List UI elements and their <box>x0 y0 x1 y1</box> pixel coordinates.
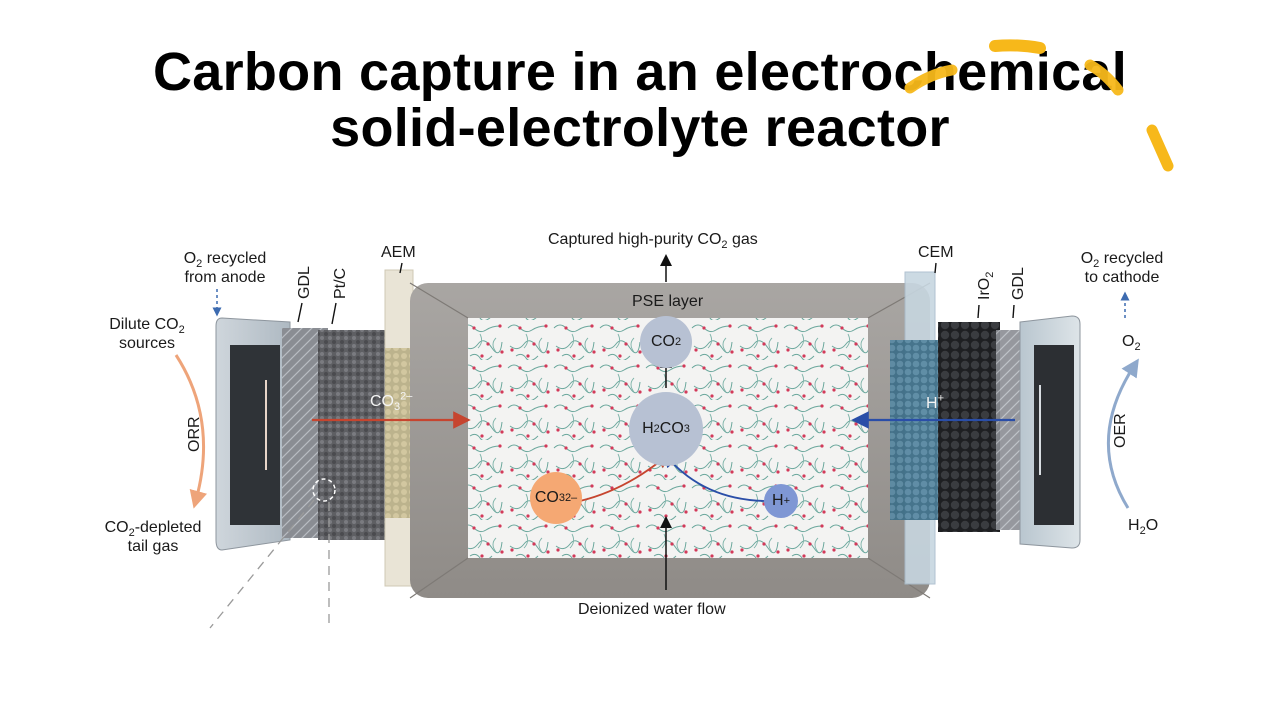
iro2-sub: 2 <box>984 271 997 278</box>
recycled-text-right: recycled <box>1099 250 1164 267</box>
water-sub: 2 <box>1139 525 1146 538</box>
water-o: O <box>1145 517 1159 534</box>
proton-ion-label: H+ <box>926 392 944 413</box>
captured-co2-text: Captured high-purity CO <box>548 231 722 248</box>
ptc-label: Pt/C <box>332 267 349 299</box>
recycled-text: recycled <box>202 250 267 267</box>
carbonate-ion-sub: 3 <box>394 401 401 414</box>
o2-product-sub: 2 <box>1134 341 1141 354</box>
o2-text: O <box>183 250 197 267</box>
deionized-water-label: Deionized water flow <box>578 601 726 618</box>
depleted-co-text: CO <box>104 519 129 536</box>
left-end-plate <box>215 317 291 551</box>
aem-label: AEM <box>381 244 416 261</box>
slide-title: Carbon capture in an electrochemical sol… <box>0 44 1280 156</box>
oer-arc-arrow <box>1106 358 1139 509</box>
orr-arc-arrow <box>174 354 208 509</box>
from-anode-text: from anode <box>184 269 266 286</box>
cem-label: CEM <box>918 244 954 261</box>
proton-ion-charge: + <box>937 392 944 405</box>
carbonate-label: CO <box>534 489 559 506</box>
right-gdl-label: GDL <box>1010 267 1027 300</box>
tail-gas-text: tail gas <box>127 538 179 555</box>
o2-product-label: O2 <box>1122 332 1141 354</box>
o2-recycled-from-anode-label: O2 recycled from anode <box>170 249 280 287</box>
co2-label: CO <box>650 333 675 350</box>
co2-depleted-tail-gas-label: CO2-depleted tail gas <box>88 518 218 556</box>
iro2-label: IrO2 <box>976 271 997 300</box>
h2co3-co: CO <box>659 420 684 437</box>
water-label: H2O <box>1128 516 1159 538</box>
h2co3-h: H <box>642 420 654 437</box>
carbonate-ion-charge: 2– <box>400 390 413 403</box>
iro2-catalyst-layer <box>938 322 1000 532</box>
left-gdl-label: GDL <box>296 266 313 299</box>
sources-text: sources <box>118 335 176 352</box>
dilute-sub: 2 <box>178 324 185 337</box>
depleted-sub: 2 <box>128 527 135 540</box>
ptc-catalyst-layer <box>318 330 390 540</box>
proton-label: H <box>772 492 784 509</box>
o2-sub: 2 <box>196 258 203 271</box>
orr-label: ORR <box>186 416 203 452</box>
o2-recycled-to-cathode-label: O2 recycled to cathode <box>1062 249 1182 287</box>
o2-sub-right: 2 <box>1093 258 1100 271</box>
o2-product-text: O <box>1122 333 1135 350</box>
carbonate-ion-label: CO32– <box>370 390 413 414</box>
captured-co2-suffix: gas <box>727 231 758 248</box>
water-h: H <box>1128 517 1140 534</box>
pse-layer-label: PSE layer <box>632 293 704 310</box>
captured-co2-sub: 2 <box>721 239 728 252</box>
slide-title-line1: Carbon capture in an electrochemical <box>152 42 1128 102</box>
proton-bubble: H+ <box>764 484 798 518</box>
iro2-text: IrO <box>976 277 993 300</box>
right-end-plate <box>1019 315 1081 549</box>
o2-text-right: O <box>1080 250 1094 267</box>
slide-title-line2: solid-electrolyte reactor <box>330 98 950 158</box>
dilute-text: Dilute CO <box>109 316 179 333</box>
dilute-co2-sources-label: Dilute CO2 sources <box>92 315 202 353</box>
carbonate-ion-text: CO <box>370 393 394 410</box>
oer-label: OER <box>1112 413 1129 448</box>
to-cathode-text: to cathode <box>1084 269 1160 286</box>
captured-co2-label: Captured high-purity CO2 gas <box>548 230 758 252</box>
proton-ion-text: H <box>926 395 938 412</box>
depleted-text: -depleted <box>134 519 202 536</box>
